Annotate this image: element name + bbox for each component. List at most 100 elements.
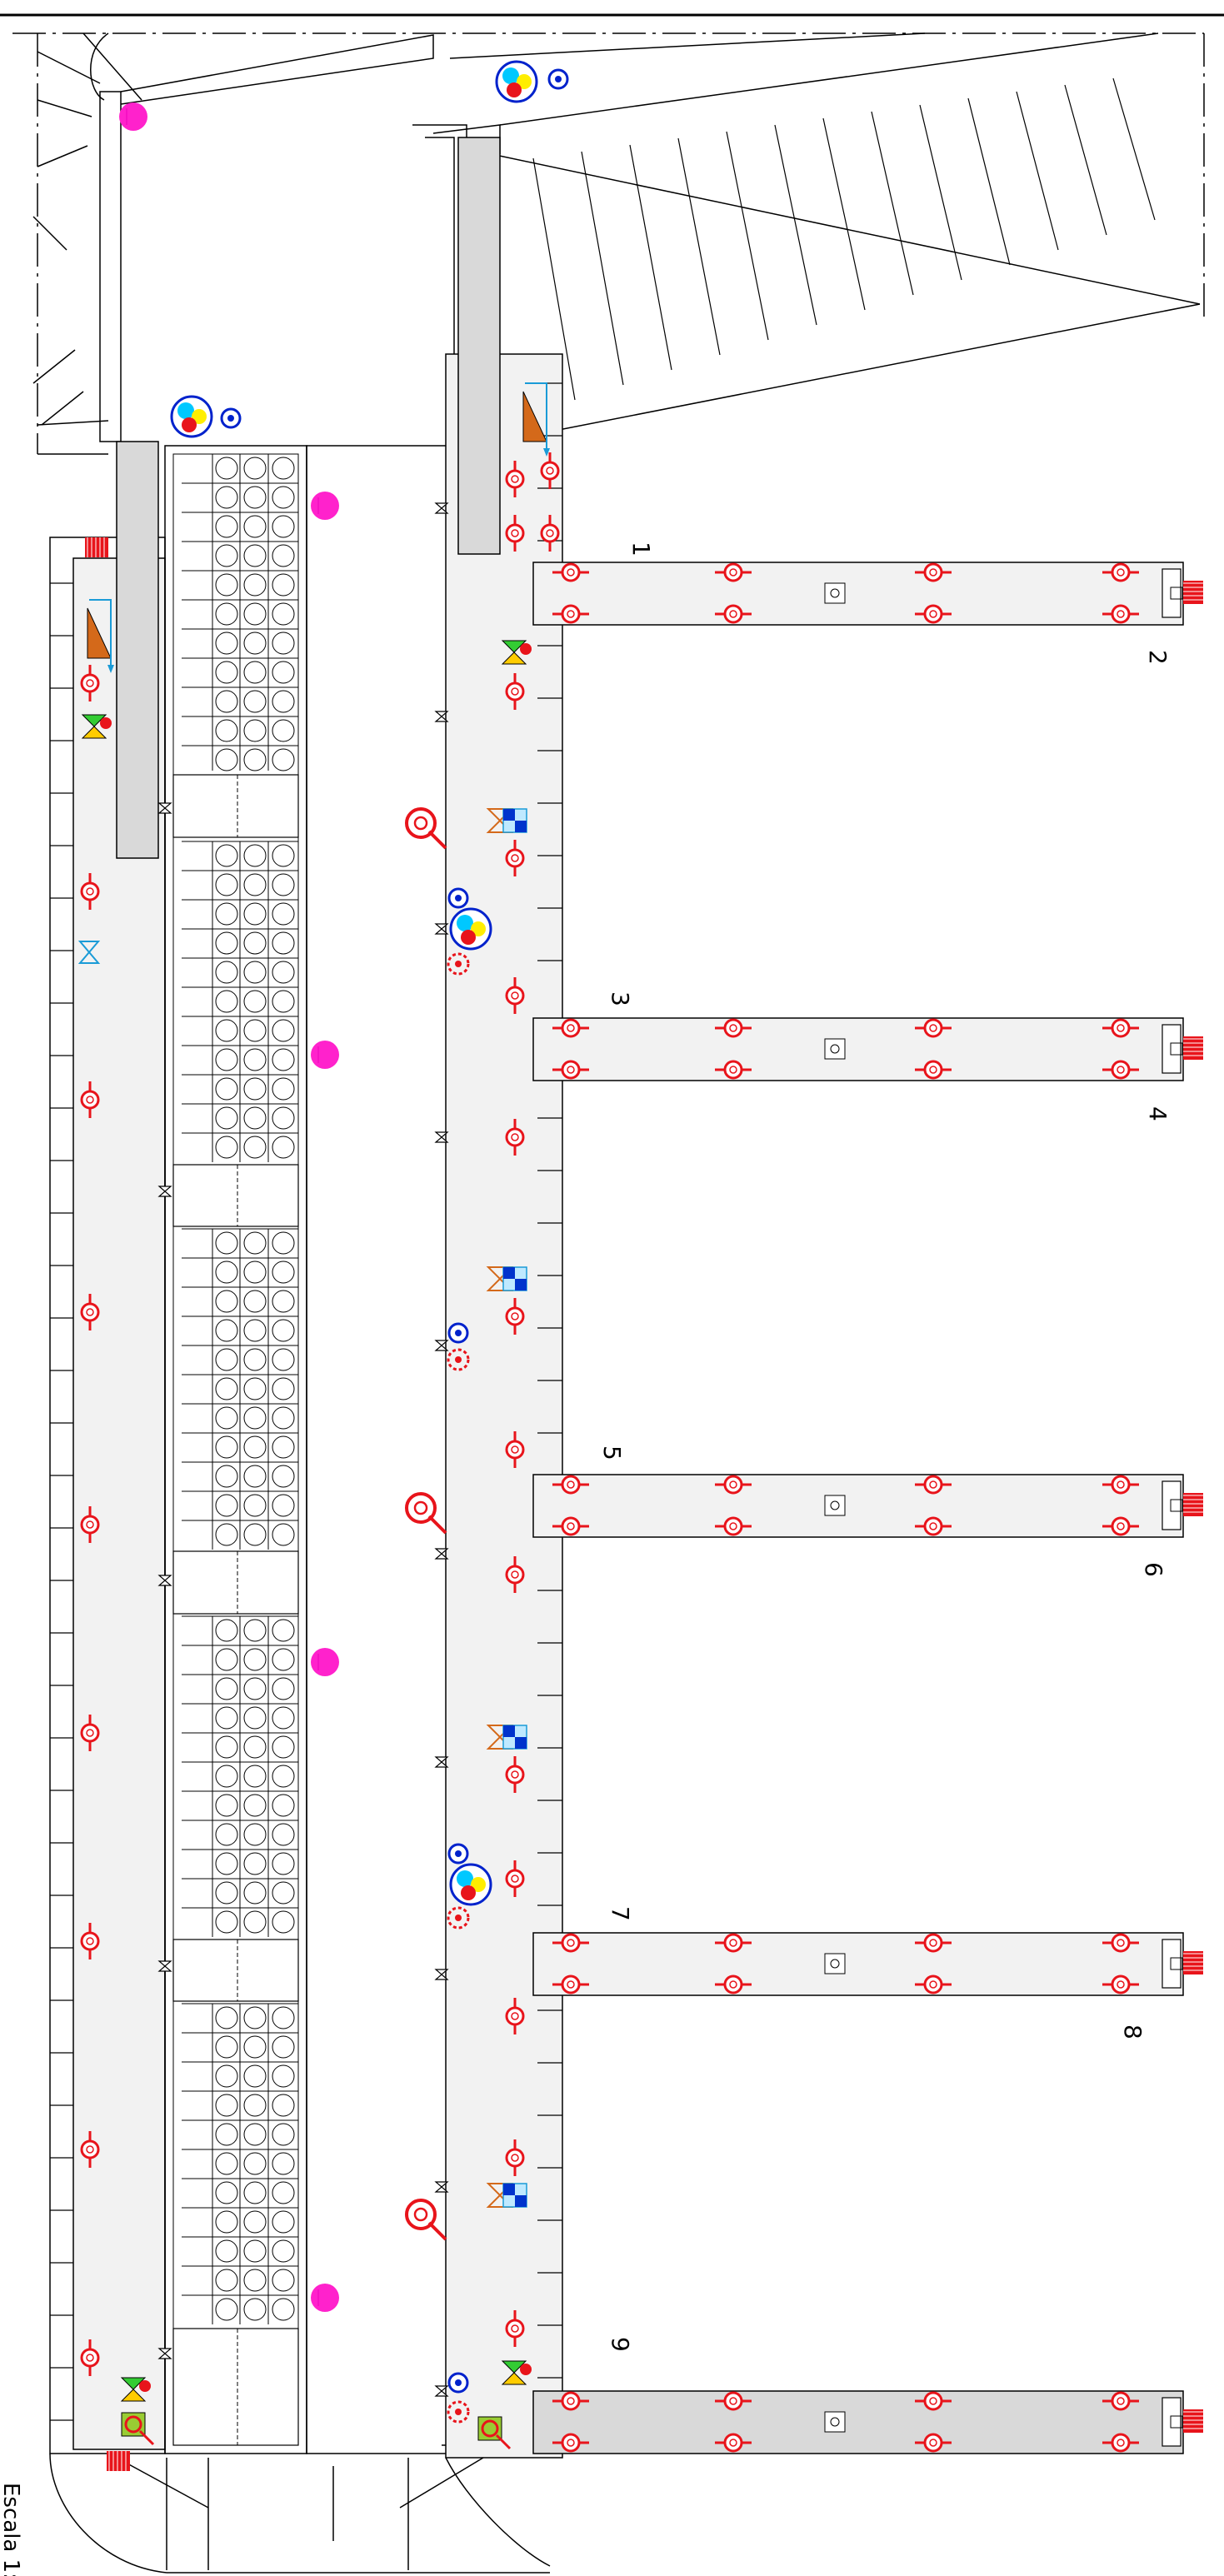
berth-number-4: 4 — [1144, 1106, 1172, 1121]
light-pole-icon — [311, 492, 339, 520]
bollard-icon — [80, 873, 100, 910]
cleat-icon — [434, 502, 449, 514]
cleat-icon — [434, 923, 449, 935]
berth-number-3: 3 — [607, 991, 634, 1006]
bollard-icon — [1102, 1018, 1139, 1038]
cleat-icon — [434, 1756, 449, 1768]
piers — [532, 562, 1203, 2454]
hoist-icon — [107, 2451, 130, 2471]
bollard-icon — [80, 665, 100, 701]
berth-number-8: 8 — [1119, 2024, 1147, 2039]
bollard-icon — [540, 452, 560, 489]
bollard-icon — [1102, 1933, 1139, 1953]
cleat-icon — [157, 1186, 172, 1197]
bollard-icon — [1102, 604, 1139, 624]
signal-panel-icon — [486, 808, 527, 833]
cleat-icon — [157, 1575, 172, 1586]
fire-hydrant-icon — [121, 2412, 155, 2446]
valve-icon — [77, 941, 101, 964]
bollard-icon — [552, 1018, 589, 1038]
bollard-icon — [915, 2391, 952, 2411]
pier-1 — [532, 562, 1203, 626]
berth-number-9: 9 — [607, 2337, 634, 2352]
hoist-icon — [1183, 581, 1203, 604]
berth-number-7: 7 — [607, 1906, 634, 1921]
bollard-icon — [505, 2310, 525, 2347]
bollard-icon — [505, 1431, 525, 1468]
bollard-icon — [540, 515, 560, 552]
signal-panel-icon — [486, 1266, 527, 1291]
bollard-icon — [80, 1506, 100, 1543]
outlet-icon — [220, 407, 242, 429]
cleat-icon — [434, 1548, 449, 1560]
bollard-icon — [505, 2139, 525, 2176]
bollard-icon — [505, 1998, 525, 2034]
outlet-icon — [547, 68, 569, 90]
bollard-icon — [552, 1475, 589, 1495]
bollard-icon — [915, 2433, 952, 2453]
bollard-icon — [915, 1516, 952, 1536]
cleat-icon — [434, 711, 449, 722]
bollard-icon — [552, 562, 589, 582]
cleat-icon — [434, 1969, 449, 1980]
outlet-icon — [447, 887, 469, 909]
bollard-icon — [552, 1974, 589, 1994]
bollard-icon — [715, 1060, 752, 1080]
bollard-icon — [915, 1475, 952, 1495]
bollard-icon — [1102, 2433, 1139, 2453]
valve-icon — [120, 2377, 151, 2402]
ramp-icon — [87, 599, 114, 673]
scale-label: Escala 1:30 — [0, 2483, 23, 2576]
pier-3 — [532, 1474, 1203, 1538]
berth-number-5: 5 — [598, 1445, 626, 1460]
bollard-icon — [80, 1294, 100, 1330]
left-gangway — [116, 441, 159, 859]
cleat-icon — [434, 2385, 449, 2397]
ladder-icon — [405, 807, 447, 850]
bollard-icon — [915, 562, 952, 582]
bollard-icon — [505, 977, 525, 1014]
hoist-icon — [85, 537, 108, 557]
bollard-icon — [715, 1475, 752, 1495]
bollard-icon — [505, 1119, 525, 1156]
frame — [0, 13, 1224, 454]
bollard-icon — [715, 1018, 752, 1038]
cleat-icon — [434, 1131, 449, 1143]
cleat-icon — [157, 1960, 172, 1972]
pier-4 — [532, 1932, 1203, 1996]
hoist-icon — [1183, 1951, 1203, 1974]
bollard-icon — [715, 562, 752, 582]
hoist-icon — [1183, 1036, 1203, 1060]
berth-number-2: 2 — [1144, 650, 1172, 665]
channel — [306, 124, 467, 2454]
berth-numbers: 1 2 3 4 5 6 7 8 9 — [598, 542, 1172, 2352]
signal-panel-icon — [486, 2183, 527, 2208]
bollard-icon — [715, 2391, 752, 2411]
parking-block — [164, 445, 307, 2454]
symbols — [77, 60, 1139, 2471]
shoreline — [32, 32, 434, 455]
bollard-icon — [915, 1933, 952, 1953]
life-ring-icon — [447, 1348, 470, 1371]
bollard-icon — [505, 1556, 525, 1593]
bollard-icon — [505, 1860, 525, 1897]
life-ring-icon — [447, 952, 470, 976]
bollard-icon — [915, 604, 952, 624]
ramp-icon — [522, 382, 550, 457]
outlet-icon — [447, 2372, 469, 2394]
bollard-icon — [80, 1081, 100, 1118]
service-tower-icon — [449, 1863, 492, 1906]
hoist-icon — [1183, 2409, 1203, 2433]
outlet-icon — [447, 1843, 469, 1865]
left-quay — [49, 537, 167, 2574]
bollard-icon — [552, 2391, 589, 2411]
valve-icon — [501, 640, 532, 665]
bollard-icon — [552, 2433, 589, 2453]
signal-panel-icon — [486, 1725, 527, 1750]
cleat-icon — [157, 2348, 172, 2359]
bollard-icon — [715, 1933, 752, 1953]
main-quay — [445, 353, 563, 2459]
service-tower-icon — [170, 395, 213, 438]
outlet-icon — [447, 1322, 469, 1344]
